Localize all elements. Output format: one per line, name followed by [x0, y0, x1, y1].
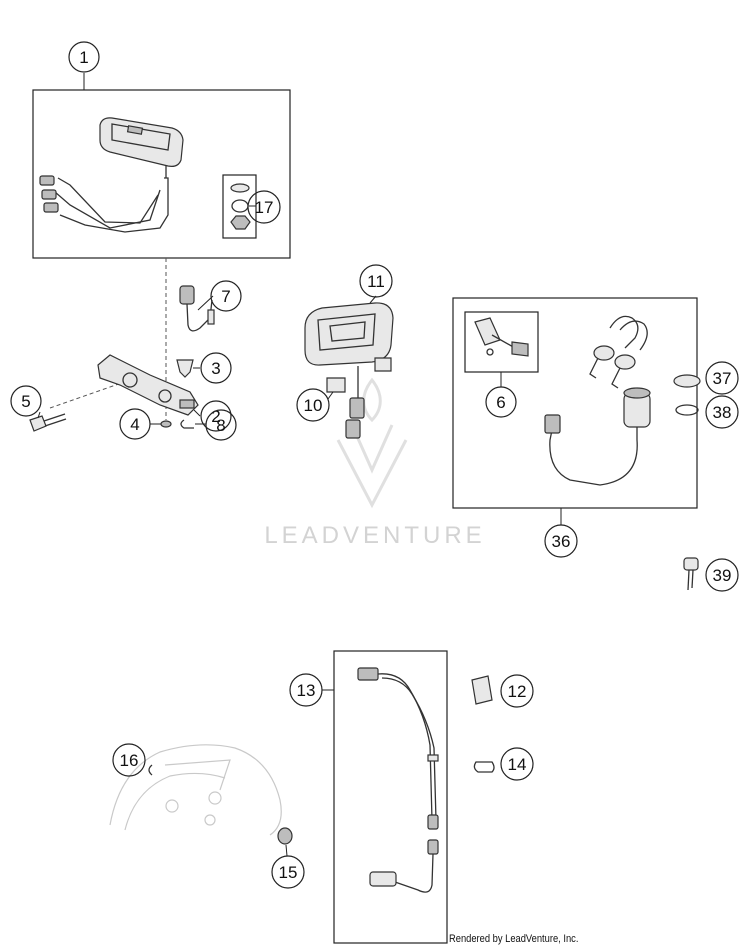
footer-credit: Rendered by LeadVenture, Inc. [449, 933, 579, 945]
callout-10[interactable]: 10 [296, 388, 330, 422]
brake-disc-reference [109, 744, 282, 836]
callout-5[interactable]: 5 [10, 385, 42, 417]
part-8-clip[interactable] [180, 419, 194, 429]
callout-label: 7 [221, 287, 230, 306]
callout-3[interactable]: 3 [200, 352, 232, 384]
callout-label: 16 [120, 751, 139, 770]
part-7-sensor-cable[interactable] [179, 285, 215, 332]
callout-label: 8 [216, 416, 225, 435]
part-2-mounting-bracket[interactable] [97, 354, 199, 416]
callout-37[interactable]: 37 [705, 361, 739, 395]
part-15-spacer[interactable] [277, 827, 293, 845]
group-box-6 [464, 311, 539, 373]
callout-38[interactable]: 38 [705, 395, 739, 429]
callout-13[interactable]: 13 [289, 673, 323, 707]
callout-label: 38 [713, 403, 732, 422]
callout-15[interactable]: 15 [271, 855, 305, 889]
callout-label: 4 [130, 415, 139, 434]
callout-1[interactable]: 1 [68, 41, 100, 73]
callout-label: 5 [21, 392, 30, 411]
part-6-lock-cylinder[interactable] [474, 317, 529, 357]
callout-label: 15 [279, 863, 298, 882]
callout-label: 36 [552, 532, 571, 551]
callout-label: 37 [713, 369, 732, 388]
callout-label: 12 [508, 682, 527, 701]
callout-4[interactable]: 4 [119, 408, 151, 440]
part-11-dashboard-unit[interactable] [304, 302, 394, 439]
bolt-axis-line [49, 379, 131, 409]
part-4-washer[interactable] [160, 420, 172, 428]
callout-label: 2 [211, 407, 220, 426]
callout-16[interactable]: 16 [112, 743, 146, 777]
callout-label: 13 [297, 681, 316, 700]
callout-label: 6 [496, 393, 505, 412]
part-12-cover[interactable] [471, 675, 493, 705]
callout-label: 14 [508, 755, 527, 774]
part-3-grommet[interactable] [176, 359, 194, 378]
group-box-1 [32, 89, 291, 259]
part-14-clip[interactable] [473, 761, 495, 773]
callout-14[interactable]: 14 [500, 747, 534, 781]
part-ignition-switch[interactable] [544, 387, 651, 486]
callout-39[interactable]: 39 [705, 558, 739, 592]
callout-36[interactable]: 36 [544, 524, 578, 558]
group-box-13 [333, 650, 448, 944]
part-17-mount-set[interactable] [230, 183, 251, 230]
callout-label: 17 [255, 198, 274, 217]
callout-11[interactable]: 11 [359, 264, 393, 298]
callout-label: 3 [211, 359, 220, 378]
callout-label: 39 [713, 566, 732, 585]
callout-12[interactable]: 12 [500, 674, 534, 708]
part-keys[interactable] [589, 315, 648, 389]
part-38-seal-ring[interactable] [675, 404, 699, 416]
callout-6[interactable]: 6 [485, 386, 517, 418]
callout-8[interactable]: 8 [205, 409, 237, 441]
watermark: LEADVENTURE [264, 377, 485, 549]
leader-lines [37, 73, 562, 857]
part-37-washer[interactable] [673, 374, 701, 388]
part-instrument-cluster-assembly[interactable] [39, 117, 184, 233]
watermark-text: LEADVENTURE [264, 522, 485, 549]
part-5-bolt[interactable] [29, 413, 67, 432]
part-10-damper-left[interactable] [326, 377, 346, 393]
callout-2[interactable]: 2 [200, 400, 232, 432]
group-box-36 [452, 297, 698, 509]
callout-label: 10 [304, 396, 323, 415]
callout-17[interactable]: 17 [247, 190, 281, 224]
part-10-damper-right[interactable] [374, 357, 392, 372]
part-39-key-blank[interactable] [683, 557, 699, 591]
callout-label: 1 [79, 48, 88, 67]
part-16-ring[interactable] [148, 764, 153, 776]
part-13-wiring-harness[interactable] [357, 667, 439, 893]
callout-7[interactable]: 7 [210, 280, 242, 312]
watermark-logo-icon [336, 377, 408, 509]
callout-label: 11 [367, 272, 385, 291]
